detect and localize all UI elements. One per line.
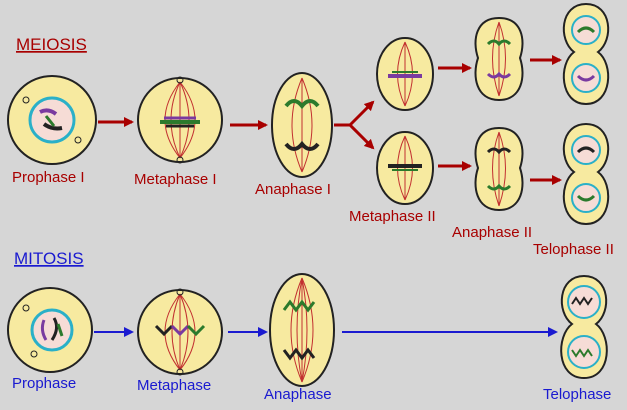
label-metaphase: Metaphase <box>137 377 211 394</box>
cell-prophase-1 <box>7 75 97 165</box>
mitosis-heading: MITOSIS <box>14 249 84 268</box>
cell-telophase-2-bottom <box>562 122 610 226</box>
label-prophase: Prophase <box>12 375 76 392</box>
label-metaphase-2: Metaphase II <box>349 208 436 225</box>
cell-metaphase <box>137 288 223 376</box>
label-anaphase-2: Anaphase II <box>452 224 532 241</box>
label-prophase-1: Prophase I <box>12 169 85 186</box>
cell-anaphase <box>269 273 335 387</box>
label-anaphase-1: Anaphase I <box>255 181 331 198</box>
meiosis-heading: MEIOSIS <box>16 35 87 54</box>
cell-anaphase-2-bottom <box>474 126 524 212</box>
label-metaphase-1: Metaphase I <box>134 171 217 188</box>
label-telophase: Telophase <box>543 386 611 403</box>
label-anaphase: Anaphase <box>264 386 332 403</box>
cell-anaphase-1 <box>271 72 333 178</box>
cell-metaphase-2-bottom <box>376 131 434 205</box>
cell-telophase-2-top <box>562 2 610 106</box>
cell-prophase <box>7 287 93 373</box>
arrow-meiosis-fork <box>334 100 375 150</box>
cell-anaphase-2-top <box>474 16 524 102</box>
cell-metaphase-2-top <box>376 37 434 111</box>
cell-telophase <box>560 274 608 380</box>
label-telophase-2: Telophase II <box>533 241 614 258</box>
cell-metaphase-1 <box>137 76 223 164</box>
